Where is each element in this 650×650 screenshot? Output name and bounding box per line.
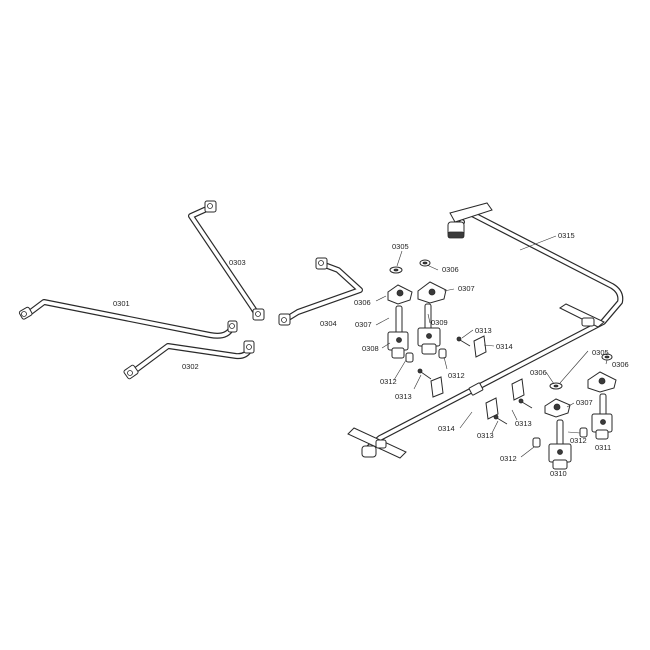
label-0312-right: 0312 (570, 436, 587, 445)
label-0306-left: 0306 (354, 298, 371, 307)
label-0315: 0315 (558, 231, 575, 240)
label-0311: 0311 (595, 443, 611, 452)
label-0309: 0309 (431, 318, 448, 327)
nozzle-0312-b (438, 348, 447, 359)
label-0313-left: 0313 (395, 392, 412, 401)
washer-0306-right (601, 353, 613, 361)
label-0313-bottom: 0313 (477, 431, 494, 440)
label-0312-left: 0312 (380, 377, 397, 386)
washer-0306-left (419, 259, 431, 267)
label-0307-left: 0307 (355, 320, 372, 329)
screw-0313-b (417, 368, 432, 380)
clip-0314-d (511, 378, 525, 401)
leader-lines (375, 235, 608, 458)
label-0302: 0302 (182, 362, 199, 371)
label-0303: 0303 (229, 258, 246, 267)
clip-0314-b (430, 376, 444, 398)
clip-0314-c (485, 397, 499, 420)
nozzle-0312-c (532, 437, 541, 448)
clip-0314-a (473, 335, 487, 358)
label-0314-bottom: 0314 (438, 424, 455, 433)
label-0307-top: 0307 (458, 284, 475, 293)
label-0306-far-right: 0306 (612, 360, 629, 369)
label-0313-right: 0313 (515, 419, 532, 428)
pipe-0302 (123, 340, 255, 380)
nozzle-0312-a (405, 352, 414, 363)
valve-0311 (591, 393, 613, 440)
screw-0313-c (493, 414, 508, 425)
label-0306-right: 0306 (530, 368, 547, 377)
label-0313-top: 0313 (475, 326, 492, 335)
valve-bracket-0307-right-b (587, 371, 617, 393)
label-0314-top: 0314 (496, 342, 513, 351)
pipe-0304 (278, 257, 363, 326)
valve-bracket-0307-left (387, 284, 413, 305)
pipe-0303 (188, 200, 265, 321)
label-0310: 0310 (550, 469, 567, 478)
valve-bracket-0307-center (417, 281, 447, 304)
label-0304: 0304 (320, 319, 337, 328)
nozzle-0312-d (579, 427, 588, 438)
valve-0310 (548, 419, 572, 470)
screw-0313-d (518, 398, 533, 409)
label-0307-right: 0307 (576, 398, 593, 407)
manifold-frame-0315 (347, 202, 624, 459)
label-0312-center: 0312 (448, 371, 465, 380)
label-0305-right: 0305 (592, 348, 609, 357)
washer-0305-left (389, 266, 403, 274)
label-0308: 0308 (362, 344, 379, 353)
screw-0313-a (456, 336, 471, 347)
washer-0305-right (549, 382, 563, 390)
label-0305-top: 0305 (392, 242, 409, 251)
label-0312-bottom: 0312 (500, 454, 517, 463)
pipe-0301 (18, 299, 238, 339)
valve-0309 (417, 303, 441, 355)
label-0301: 0301 (113, 299, 130, 308)
valve-0308 (387, 305, 409, 359)
valve-bracket-0307-right-a (544, 398, 571, 418)
label-0306-top: 0306 (442, 265, 459, 274)
